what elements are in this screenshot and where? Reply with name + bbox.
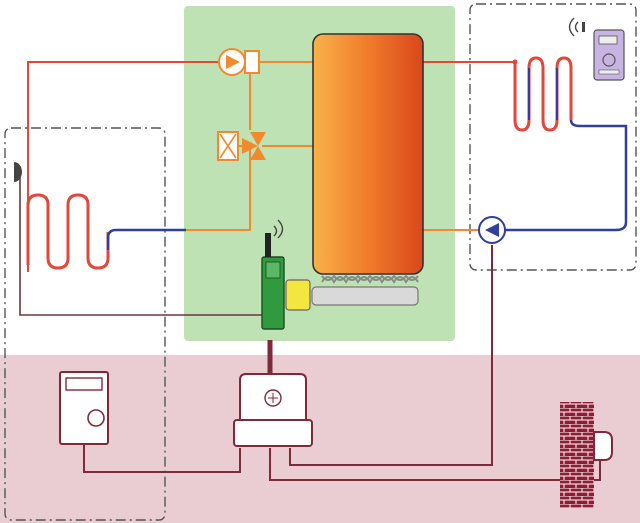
room-unit-wire bbox=[83, 436, 241, 473]
gas-line-meter-out bbox=[269, 448, 601, 481]
controller-antenna bbox=[265, 233, 271, 257]
floor-coil-right-return bbox=[504, 119, 628, 232]
floor-coil-left bbox=[26, 193, 110, 270]
burner-fan bbox=[285, 279, 311, 311]
circulation-pump-right bbox=[478, 216, 506, 244]
floor-coil-right bbox=[513, 56, 573, 132]
right-room-outline bbox=[469, 3, 637, 271]
burner-unit bbox=[311, 286, 419, 306]
floor-coil-left-return bbox=[106, 228, 186, 250]
wifi-icon bbox=[568, 17, 585, 37]
left-room-outline bbox=[4, 127, 166, 521]
wifi-icon bbox=[273, 219, 284, 239]
wireless-thermostat bbox=[593, 29, 625, 81]
control-wire-right-pump bbox=[289, 245, 493, 466]
three-way-mixing-valve bbox=[242, 132, 266, 160]
room-control-unit bbox=[59, 371, 109, 445]
flame-icon bbox=[321, 274, 419, 284]
gas-meter bbox=[233, 373, 313, 447]
valve-actuator bbox=[217, 131, 242, 161]
outdoor-sensor bbox=[14, 162, 22, 182]
coil-right-blue-overlay bbox=[528, 68, 558, 120]
control-wire-left bbox=[19, 170, 264, 316]
storage-tank bbox=[312, 33, 424, 275]
circulation-pump-top bbox=[218, 48, 260, 76]
brick-chimney bbox=[560, 402, 613, 508]
